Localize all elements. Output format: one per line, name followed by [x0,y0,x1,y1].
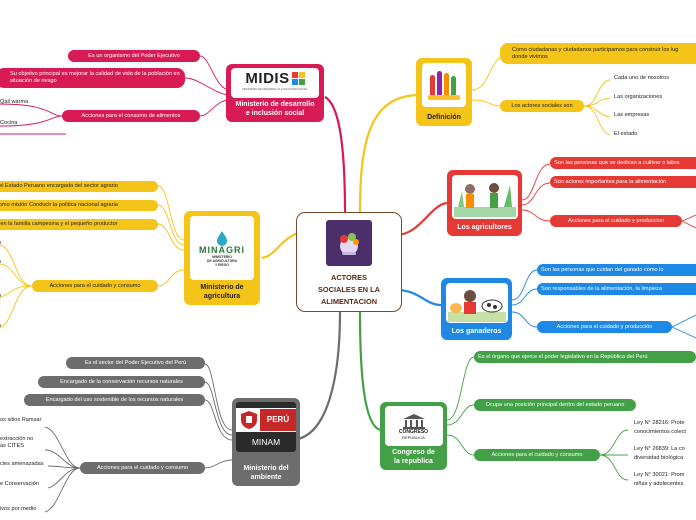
minam-leaf-cites[interactable]: as CITES [0,443,24,449]
congreso-item-posicion[interactable]: Ocupa una posición principal dentro del … [474,399,636,411]
ganaderos-item-responsables[interactable]: Son responsables de la alimentación, la … [537,283,696,295]
minam-leaf-ramsar[interactable]: os sitios Ramsar [0,417,42,423]
farmers-illustration [451,175,518,219]
congreso-logo: CONGRESO REPÚBLICA [384,406,443,446]
midis-leaf-cocina[interactable]: Cocina [0,120,18,126]
congreso-node[interactable]: CONGRESO REPÚBLICA Congreso de la republ… [380,402,447,470]
agricultores-label: Los agricultores [457,224,512,231]
central-topic[interactable]: ACTORES SOCIALES EN LA ALIMENTACION [296,212,402,312]
congreso-leaf-diversidad[interactable]: diversidad biológica [634,455,684,461]
minagri-logo: MINAGRI MINISTERIO DE AGRICULTURA Y RIEG… [190,216,254,280]
definicion-item-ciudadanos[interactable]: Como ciudadanas y ciudadanos participamo… [500,43,696,64]
ganaderos-item-personas[interactable]: Son las personas que cuidan del ganado c… [537,264,696,276]
congress-building-icon [402,413,425,429]
minagri-item-mision[interactable]: como misión Conducir la política naciona… [0,200,158,211]
minam-logo-text: MINAM [251,436,281,447]
definicion-leaf-organizaciones[interactable]: Las organizaciones [614,94,663,100]
agricultores-item-acciones[interactable]: Acciones para el cuidado y produccion [550,215,682,227]
congreso-leaf-ley-26839[interactable]: Ley N° 26839: La co [634,446,685,452]
congreso-leaf-ley-28216[interactable]: Ley N° 28216: Prote [634,420,685,426]
food-bowl-icon [326,220,372,266]
midis-item-organismo[interactable]: Es un organismo del Poder Ejecutivo [68,50,200,62]
minam-leaf-amenazadas[interactable]: cies amenazadas [0,461,44,467]
ranchers-illustration [445,283,508,323]
peru-shield-icon [241,410,257,429]
minagri-leaf-2[interactable]: o [0,259,1,266]
congreso-leaf-ninas[interactable]: niñas y adolecentes [634,481,684,487]
minam-item-acciones[interactable]: Acciones para el cuidado y consumo [80,462,205,474]
definicion-leaf-cada-uno[interactable]: Cada uno de nosotros [614,75,670,81]
ganaderos-item-acciones[interactable]: Acciones para el cuidado y producción [537,321,672,333]
congreso-logo-text: CONGRESO [398,428,429,435]
midis-node[interactable]: MIDIS MINISTERIO DE DESARROLLO E INCLUSI… [226,64,324,122]
minam-item-uso-sostenible[interactable]: Encargado del uso sostenible de los recu… [24,394,205,406]
minam-leaf-extraccion[interactable]: extracción no [0,436,34,442]
water-drop-icon [217,230,227,246]
midis-leaf-qali-warma[interactable]: Qali warma [0,99,29,105]
central-title-line3: ALIMENTACION [320,297,378,306]
midis-plus-icon [291,72,305,85]
ganaderos-label: Los ganaderos [451,328,502,335]
midis-item-acciones[interactable]: Acciones para el consumo de alimentos [62,110,200,122]
midis-logo-text: MIDIS [245,70,290,87]
minagri-label-line1: Ministerio de [200,284,244,291]
minam-item-conservacion[interactable]: Encargado de la conservación recursos na… [38,376,205,388]
minagri-leaf-4[interactable]: o [0,323,1,330]
definicion-item-ciudadanos-line1: Como ciudadanas y ciudadanos participamo… [512,46,679,53]
minagri-item-familia[interactable]: s en la familia campesina y el pequeño p… [0,219,158,230]
midis-logo: MIDIS MINISTERIO DE DESARROLLO E INCLUSI… [231,68,319,98]
minagri-logo-sub2: DE AGRICULTURA [206,258,238,263]
definicion-item-ciudadanos-line2: donde vivimos [512,53,548,60]
ganaderos-node[interactable]: Los ganaderos [441,278,512,340]
minagri-item-sector[interactable]: del Estado Peruano encargada del sector … [0,181,158,192]
minam-node[interactable]: PERÚ MINAM Ministerio del ambiente [232,398,300,486]
midis-logo-subtitle: MINISTERIO DE DESARROLLO E INCLUSIÓN SOC… [242,88,308,91]
central-title-line2: SOCIALES EN LA [317,285,380,294]
midis-label-line1: Ministerio de desarrollo [235,101,315,108]
minagri-item-acciones[interactable]: Acciones para el cuidado y consumo [32,280,158,292]
minam-logo: PERÚ MINAM [236,402,296,452]
midis-item-objetivo[interactable]: Su objetivo principal es mejorar la cali… [0,68,185,88]
minagri-leaf-3[interactable]: o [0,293,1,300]
minagri-logo-sub1: MINISTERIO [212,254,232,259]
minam-leaf-conservacion[interactable]: e Conservación [0,481,39,487]
agricultores-item-importantes[interactable]: Son actores importantes para la alimenta… [550,176,696,188]
agricultores-node[interactable]: Los agricultores [447,170,522,236]
minam-logo-peru: PERÚ [260,408,296,431]
midis-label-line2: e inclusión social [245,110,305,117]
minagri-logo-sub3: Y RIEGO [214,262,230,267]
central-title-line1: ACTORES [330,273,367,282]
minagri-label-line2: agricultura [203,293,241,300]
definicion-leaf-estado[interactable]: El estado [614,131,638,137]
congreso-leaf-ley-30021[interactable]: Ley N° 30021: Prom [634,472,685,478]
minagri-logo-text: MINAGRI [199,244,245,255]
congreso-item-organo[interactable]: Es el órgano que ejerce el poder legisla… [474,351,696,363]
definicion-label: Definición [427,114,461,121]
congreso-item-acciones[interactable]: Acciones para el cuidado y consumo [474,449,600,461]
minagri-node[interactable]: MINAGRI MINISTERIO DE AGRICULTURA Y RIEG… [184,211,260,305]
definicion-item-actores[interactable]: Los actores sociales son [500,100,584,112]
minam-item-sector[interactable]: Es el sector del Poder Ejecutivo del Per… [66,357,205,369]
hands-raised-icon [422,63,466,107]
definicion-leaf-empresas[interactable]: Las empresas [614,112,650,118]
minam-leaf-medio[interactable]: ivos por medio [0,506,37,512]
definicion-node[interactable]: Definición [416,58,472,126]
congreso-leaf-conocimientos[interactable]: conocimientos colect [634,429,686,435]
congreso-logo-sub: REPÚBLICA [402,434,425,440]
congreso-label-line2: la republica [394,458,433,465]
congreso-label-line1: Congreso de [392,449,435,456]
minam-label-line2: ambiente [250,474,282,481]
agricultores-item-personas[interactable]: Son las personas que se dedican a cultiv… [550,157,696,169]
minagri-leaf-1[interactable]: o [0,240,1,247]
minam-label-line1: Ministerio del [243,465,289,472]
